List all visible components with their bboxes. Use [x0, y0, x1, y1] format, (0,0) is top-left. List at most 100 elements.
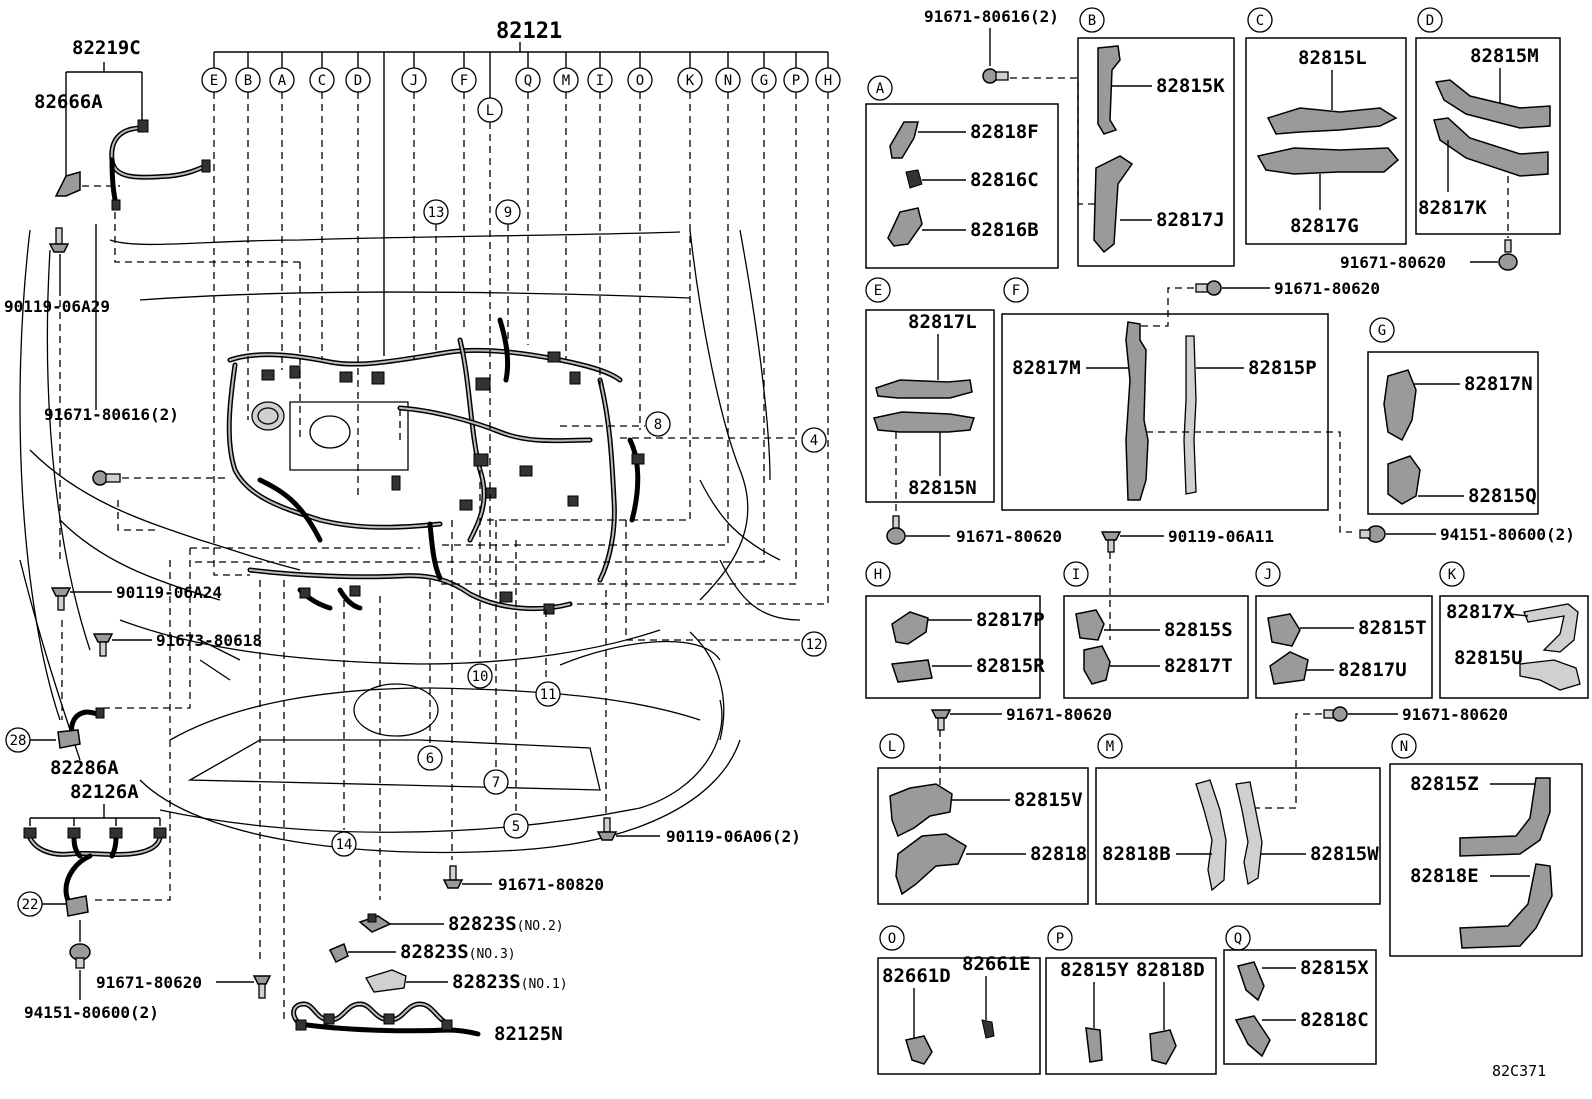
svg-text:82817J: 82817J	[1156, 209, 1225, 231]
label-82666A: 82666A	[34, 91, 103, 113]
detail-box-H: H 82817P 82815R	[865, 561, 1045, 699]
svg-text:A: A	[876, 81, 885, 97]
svg-text:82815N: 82815N	[908, 477, 977, 499]
bolt-M-91671-80620	[1323, 706, 1348, 722]
svg-text:82816C: 82816C	[970, 169, 1039, 191]
svg-text:22: 22	[22, 897, 39, 913]
svg-text:82818F: 82818F	[970, 121, 1039, 143]
label-90119-06A06-2: 90119-06A06(2)	[666, 827, 801, 846]
callout-C: C	[309, 67, 335, 93]
callout-O: O	[627, 67, 653, 93]
svg-text:C: C	[318, 73, 326, 89]
detail-box-C: C 82815L 82817G	[1245, 7, 1407, 245]
callout-14: 14	[331, 831, 357, 857]
detail-box-M: M 82818B 82815W	[1095, 733, 1381, 905]
label-90119-06A24: 90119-06A24	[116, 583, 222, 602]
svg-text:13: 13	[428, 205, 445, 221]
label-G-bolt: 94151-80600(2)	[1440, 525, 1575, 544]
bolt-90119-06A29	[48, 227, 70, 253]
detail-box-N: N 82815Z 82818E	[1389, 733, 1583, 957]
label-D-bolt: 91671-80620	[1340, 253, 1446, 272]
svg-text:82815K: 82815K	[1156, 75, 1225, 97]
svg-text:H: H	[874, 567, 882, 583]
svg-text:O: O	[888, 931, 896, 947]
svg-text:C: C	[1256, 13, 1264, 29]
label-82823S-no1: 82823S(NO.1)	[452, 971, 568, 993]
svg-text:11: 11	[540, 687, 557, 703]
svg-text:H: H	[824, 73, 832, 89]
detail-box-G: G 82817N 82815Q	[1367, 317, 1539, 515]
svg-text:82817P: 82817P	[976, 609, 1045, 631]
callout-E: E	[201, 67, 227, 93]
svg-text:82661D: 82661D	[882, 965, 951, 987]
svg-text:82818C: 82818C	[1300, 1009, 1369, 1031]
clamp-82823S-no1	[365, 969, 407, 993]
svg-text:82817N: 82817N	[1464, 373, 1533, 395]
svg-text:82818B: 82818B	[1102, 843, 1171, 865]
svg-text:5: 5	[512, 819, 520, 835]
label-82126A: 82126A	[70, 781, 139, 803]
detail-box-O: O 82661D 82661E	[877, 925, 1041, 1075]
label-91671-80820: 91671-80820	[498, 875, 604, 894]
callout-Q: Q	[515, 67, 541, 93]
label-L-bolt: 91671-80620	[1006, 705, 1112, 724]
callout-H: H	[815, 67, 841, 93]
bolt-91671-80616	[92, 470, 121, 486]
callout-P: P	[783, 67, 809, 93]
svg-text:P: P	[1056, 931, 1064, 947]
bolt-D-91671-80620	[1498, 239, 1518, 271]
label-82121: 82121	[496, 19, 562, 44]
bolt-F-91671-80620	[1195, 280, 1222, 296]
svg-text:I: I	[596, 73, 604, 89]
callout-6: 6	[417, 745, 443, 771]
svg-text:Q: Q	[524, 73, 532, 89]
svg-text:82815X: 82815X	[1300, 957, 1369, 979]
svg-text:82815U: 82815U	[1454, 647, 1523, 669]
svg-text:82818D: 82818D	[1136, 959, 1205, 981]
callout-10: 10	[467, 663, 493, 689]
svg-text:82817X: 82817X	[1446, 601, 1515, 623]
svg-text:82815Q: 82815Q	[1468, 485, 1537, 507]
harness-82125N	[291, 1001, 481, 1037]
label-82823S-no3: 82823S(NO.3)	[400, 941, 516, 963]
svg-text:9: 9	[504, 205, 512, 221]
bolt-90119-06A06	[596, 817, 618, 841]
harness-82126A	[23, 827, 167, 917]
label-F-bolt: 91671-80620	[1274, 279, 1380, 298]
callout-A: A	[269, 67, 295, 93]
label-90119-06A29: 90119-06A29	[4, 297, 110, 316]
svg-text:82817K: 82817K	[1418, 197, 1487, 219]
label-I-bolt: 90119-06A11	[1168, 527, 1274, 546]
clamp-82823S-no2	[358, 913, 392, 933]
svg-text:M: M	[562, 73, 570, 89]
detail-box-E: E 82817L 82815N	[865, 277, 995, 516]
clip-94151-80600	[69, 943, 91, 969]
svg-text:N: N	[724, 73, 732, 89]
label-91673-80618: 91673-80618	[156, 631, 262, 650]
svg-text:28: 28	[10, 733, 27, 749]
svg-text:82815T: 82815T	[1358, 617, 1427, 639]
callout-B: B	[235, 67, 261, 93]
svg-text:12: 12	[806, 637, 823, 653]
detail-box-J: J 82815T 82817U	[1255, 561, 1433, 699]
svg-text:8: 8	[654, 417, 662, 433]
svg-text:14: 14	[336, 837, 353, 853]
svg-text:82818: 82818	[1030, 843, 1087, 865]
callout-7: 7	[483, 769, 509, 795]
callout-tick-lines	[213, 52, 829, 356]
svg-text:82816B: 82816B	[970, 219, 1039, 241]
label-82286A: 82286A	[50, 757, 119, 779]
callout-M: M	[553, 67, 579, 93]
svg-text:82815S: 82815S	[1164, 619, 1233, 641]
svg-text:82815W: 82815W	[1310, 843, 1379, 865]
detail-box-F: F 82817M 82815P	[1001, 277, 1352, 533]
detail-panels: 91671-80616(2) A 82818F 82816C 82816B B	[865, 7, 1589, 1080]
callout-K: K	[677, 67, 703, 93]
svg-text:G: G	[760, 73, 768, 89]
svg-text:82815V: 82815V	[1014, 789, 1083, 811]
svg-text:D: D	[1426, 13, 1434, 29]
svg-text:J: J	[1264, 567, 1272, 583]
callout-J: J	[401, 67, 427, 93]
callout-L: L	[477, 97, 503, 123]
bracket-82666A	[54, 171, 81, 197]
